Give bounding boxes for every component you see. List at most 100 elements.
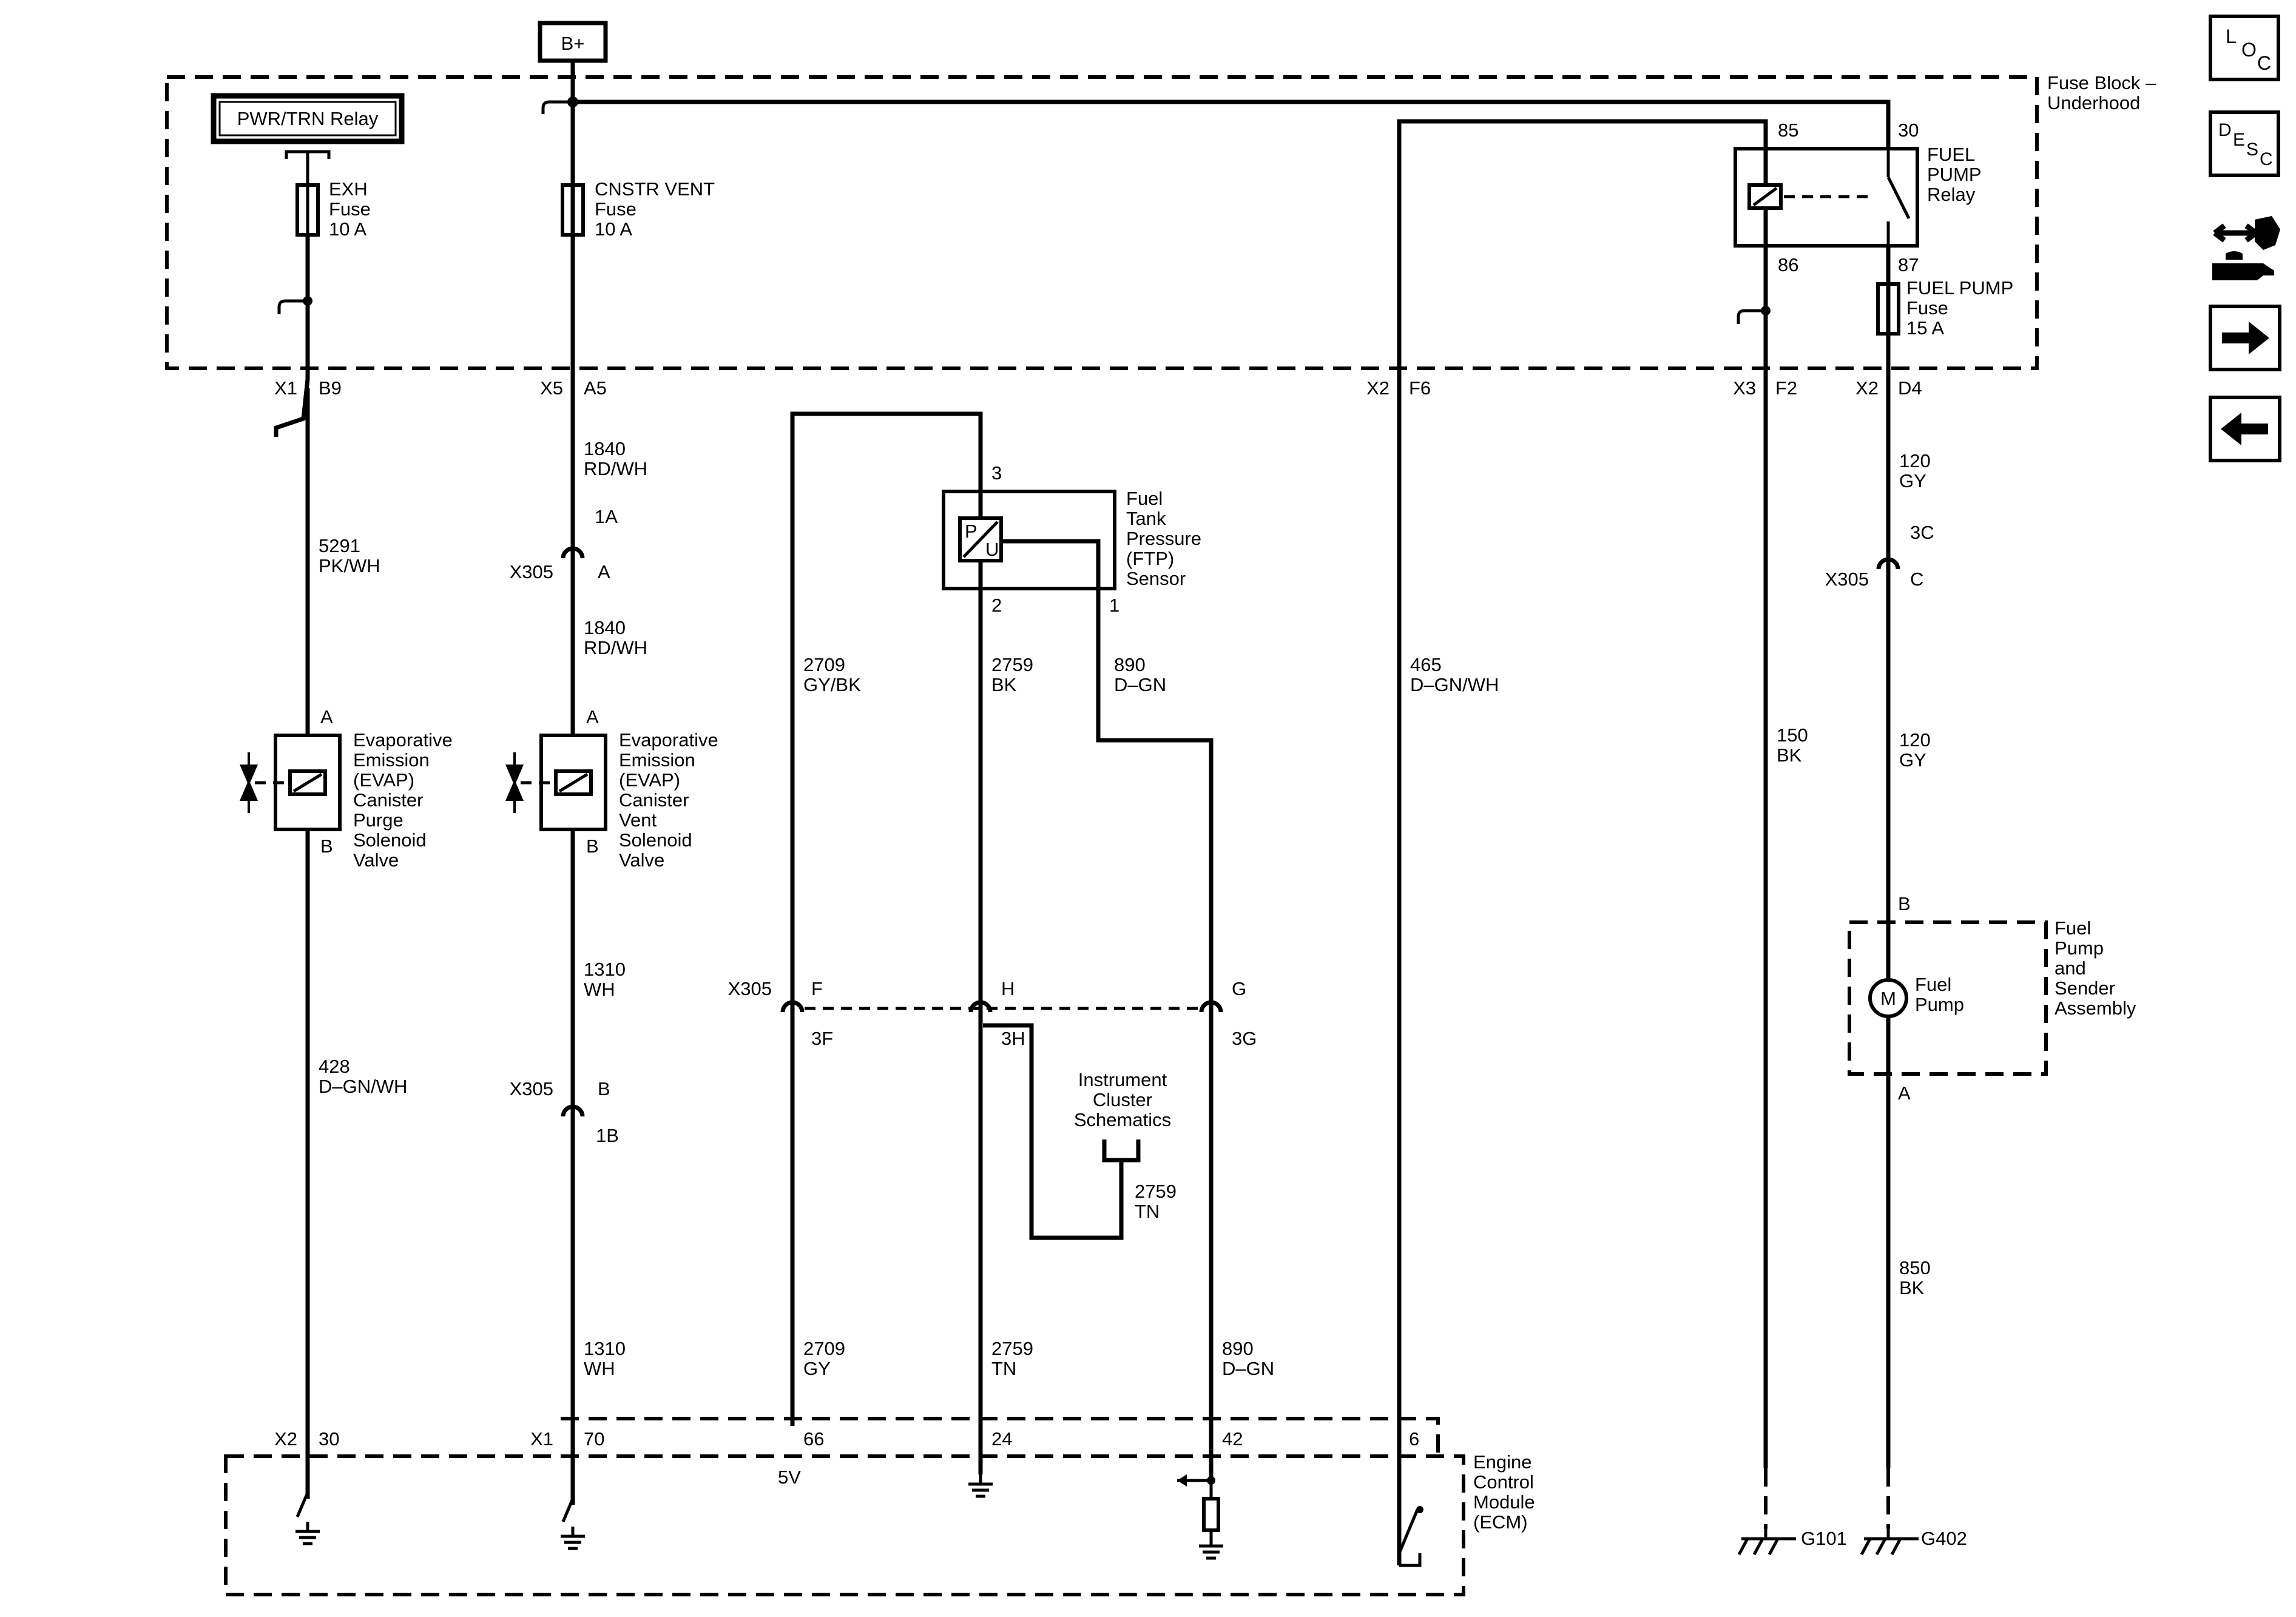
svg-text:D–GN/WH: D–GN/WH: [1410, 674, 1499, 695]
svg-text:GY: GY: [803, 1358, 831, 1379]
loc-letter-c: C: [2257, 52, 2272, 74]
svg-text:465: 465: [1410, 654, 1442, 675]
svg-text:1310: 1310: [584, 959, 626, 980]
svg-text:B: B: [598, 1078, 610, 1099]
svg-text:1840: 1840: [584, 617, 626, 638]
svg-text:Instrument: Instrument: [1078, 1069, 1167, 1090]
svg-text:M: M: [1880, 988, 1896, 1009]
svg-text:BK: BK: [991, 674, 1017, 695]
relay-85-wire: [1397, 119, 1768, 1565]
wire-label-5291: 5291 PK/WH: [319, 535, 380, 576]
svg-text:5291: 5291: [319, 535, 360, 556]
svg-text:B: B: [1898, 893, 1911, 914]
svg-text:Schematics: Schematics: [1074, 1109, 1171, 1130]
svg-text:30: 30: [319, 1428, 339, 1450]
svg-text:3C: 3C: [1910, 522, 1934, 543]
svg-text:1: 1: [1109, 595, 1119, 616]
exh-fuse: EXH Fuse 10 A: [285, 150, 371, 240]
svg-text:24: 24: [991, 1428, 1012, 1450]
svg-text:X2: X2: [274, 1428, 297, 1450]
svg-text:Sender: Sender: [2055, 977, 2115, 999]
svg-text:Underhood: Underhood: [2047, 92, 2140, 113]
next-arrow-icon[interactable]: [2209, 305, 2281, 371]
svg-text:PWR/TRN Relay: PWR/TRN Relay: [237, 108, 379, 129]
pwr-trn-relay-box: PWR/TRN Relay: [211, 93, 405, 144]
wire-label-1840-lower: 1840 RD/WH: [584, 617, 647, 658]
svg-text:3H: 3H: [1001, 1028, 1025, 1049]
svg-text:X305: X305: [510, 1078, 553, 1099]
svg-text:42: 42: [1222, 1428, 1243, 1450]
svg-text:F6: F6: [1409, 377, 1431, 399]
wire-label-2759-lower: 2759 TN: [991, 1338, 1033, 1379]
engine-control-module: Engine Control Module (ECM) X2 30 X1 70 …: [224, 1417, 1535, 1596]
svg-text:Emission: Emission: [619, 749, 695, 771]
svg-text:B+: B+: [561, 33, 585, 54]
svg-text:Evaporative: Evaporative: [353, 729, 453, 751]
svg-text:X2: X2: [1855, 377, 1879, 399]
svg-text:Pressure: Pressure: [1126, 528, 1201, 549]
loc-letter-o: O: [2241, 39, 2257, 61]
svg-text:(FTP): (FTP): [1126, 548, 1174, 569]
fuse-block-connector-labels: X1 B9 X5 A5 X2 F6 X3 F2 X2 D4: [274, 377, 1922, 399]
svg-text:G101: G101: [1801, 1528, 1847, 1549]
inline-connector-x305-fhg: X305 F H G 3F 3H 3G: [728, 978, 1257, 1049]
svg-text:(ECM): (ECM): [1473, 1511, 1528, 1533]
svg-text:TN: TN: [1135, 1201, 1160, 1222]
svg-text:5V: 5V: [778, 1467, 801, 1488]
svg-text:Vent: Vent: [619, 809, 657, 831]
location-button[interactable]: L O C: [2209, 15, 2280, 81]
svg-text:D4: D4: [1898, 377, 1922, 399]
svg-text:RD/WH: RD/WH: [584, 637, 647, 658]
svg-text:A: A: [598, 561, 610, 582]
svg-text:D–GN: D–GN: [1114, 674, 1166, 695]
svg-text:120: 120: [1899, 729, 1931, 751]
previous-arrow-icon[interactable]: [2209, 396, 2281, 462]
svg-text:Pump: Pump: [1915, 994, 1964, 1015]
wire-2709: [790, 411, 983, 1426]
svg-text:86: 86: [1778, 254, 1798, 275]
svg-text:Engine: Engine: [1473, 1451, 1532, 1473]
ground-g402: G402: [1860, 1468, 1967, 1556]
svg-text:2709: 2709: [803, 1338, 845, 1359]
svg-text:1A: 1A: [595, 506, 618, 527]
instrument-cluster-reference: Instrument Cluster Schematics 2759 TN: [1074, 1069, 1177, 1222]
connector-end-view-icon[interactable]: [2209, 208, 2284, 292]
svg-text:G: G: [1232, 978, 1246, 999]
svg-text:30: 30: [1898, 120, 1919, 141]
svg-text:Fuse: Fuse: [329, 198, 371, 220]
inline-connector-x305-c: 3C X305 C: [1825, 522, 1934, 590]
svg-text:120: 120: [1899, 450, 1931, 471]
svg-text:X2: X2: [1366, 377, 1389, 399]
svg-text:Relay: Relay: [1927, 184, 1976, 205]
svg-text:1840: 1840: [584, 438, 626, 459]
svg-text:6: 6: [1409, 1428, 1419, 1450]
fuel-pump-fuse: FUEL PUMP Fuse 15 A: [1876, 277, 2013, 339]
svg-text:X305: X305: [510, 561, 553, 582]
svg-text:U: U: [985, 539, 999, 560]
svg-text:X3: X3: [1733, 377, 1756, 399]
description-button[interactable]: D E S C: [2209, 110, 2280, 177]
svg-text:A5: A5: [584, 377, 607, 399]
inline-connector-x305-a: 1A X305 A: [510, 506, 618, 582]
svg-text:3: 3: [991, 462, 1002, 484]
svg-text:A: A: [320, 706, 333, 727]
evap-purge-solenoid-valve: A B Evaporative Emission (EVAP) Canister…: [239, 706, 453, 871]
fuel-pump-relay: 85 30 86 87 FUEL PUMP Relay: [1734, 120, 1982, 275]
svg-text:D–GN: D–GN: [1222, 1358, 1274, 1379]
wire-label-890-upper: 890 D–GN: [1114, 654, 1166, 695]
fuel-pump-sender-assembly: M Fuel Pump B A Fuel Pump and Sender Ass…: [1848, 893, 2136, 1104]
cnstr-vent-fuse: CNSTR VENT Fuse 10 A: [561, 178, 715, 240]
svg-text:X5: X5: [540, 377, 563, 399]
desc-letter-d: D: [2218, 120, 2232, 140]
ecm-low-reference-ground: [968, 1474, 993, 1498]
svg-text:X305: X305: [728, 978, 772, 999]
svg-text:Fuel: Fuel: [1915, 974, 1951, 995]
svg-text:GY: GY: [1899, 749, 1926, 771]
relay-86-splice-dot: [1761, 306, 1771, 316]
svg-text:2709: 2709: [803, 654, 845, 675]
svg-text:3G: 3G: [1232, 1028, 1257, 1049]
battery-positive-box: B+: [538, 21, 608, 102]
wire-label-1840-upper: 1840 RD/WH: [584, 438, 647, 479]
wire-label-120-lower: 120 GY: [1899, 729, 1931, 771]
